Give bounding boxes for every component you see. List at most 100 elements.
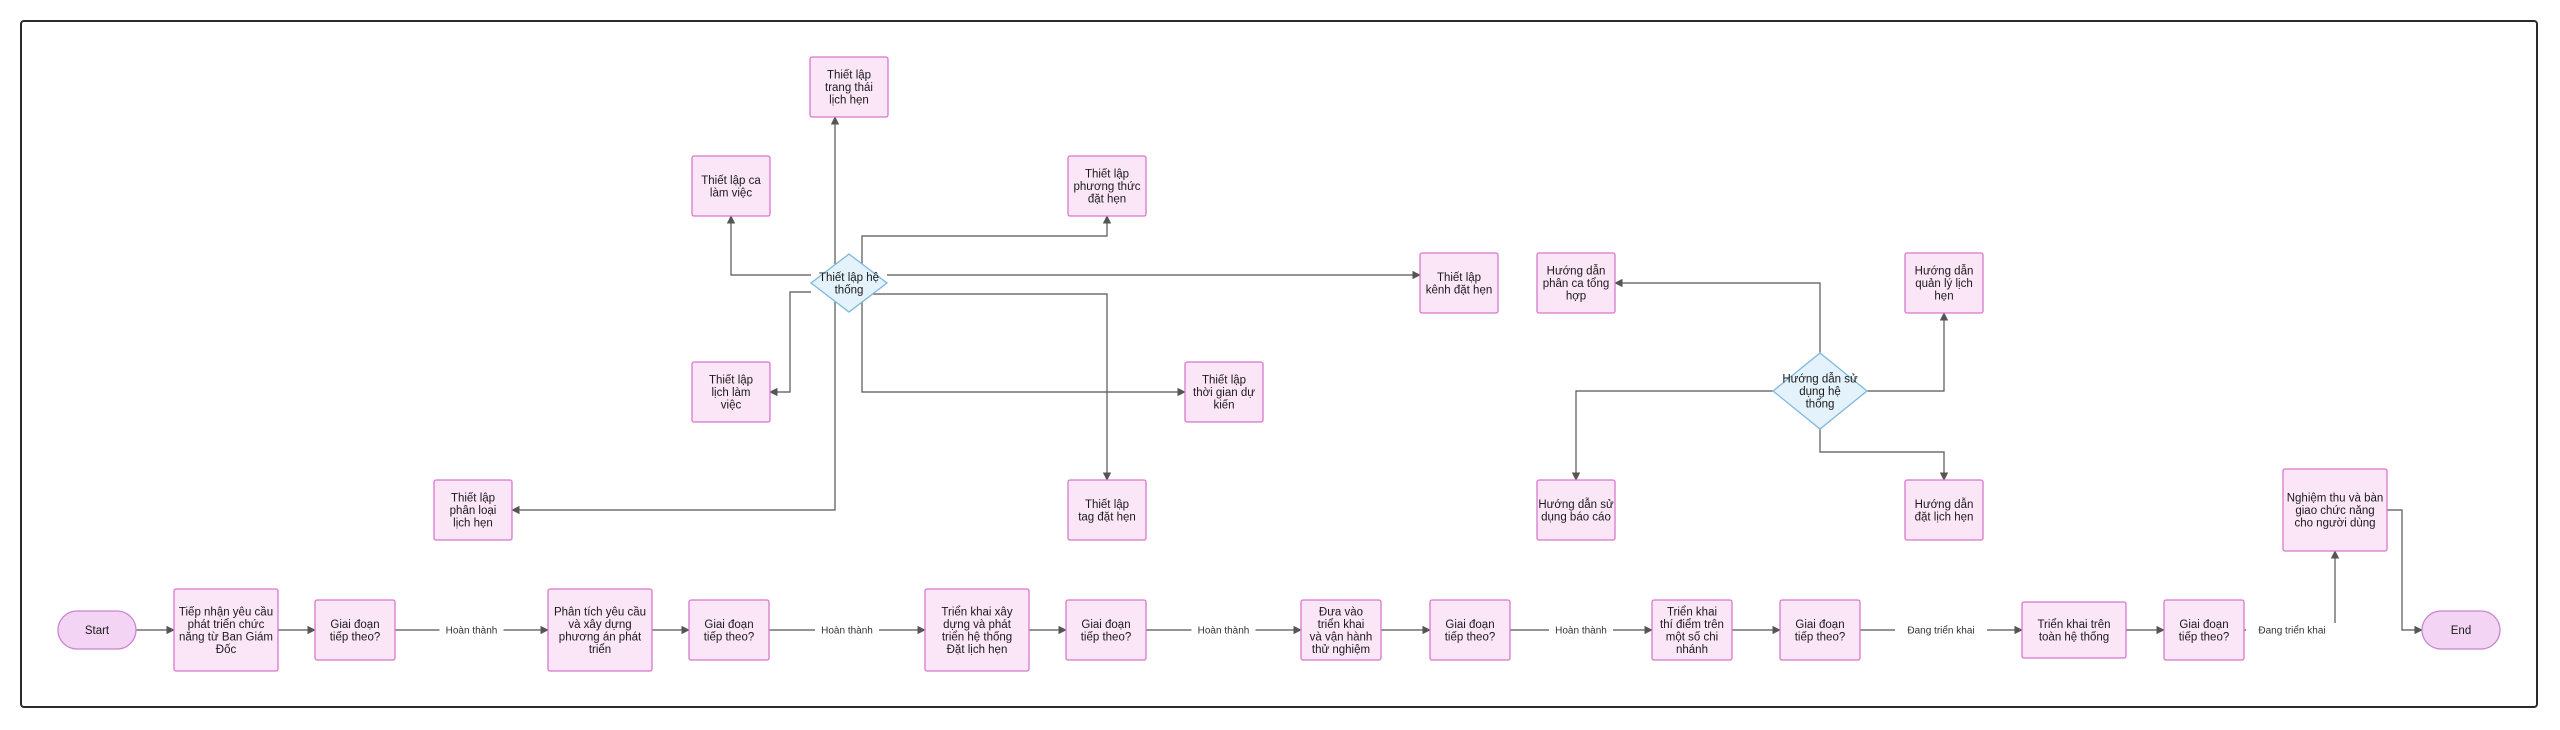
diagram-frame xyxy=(20,20,2538,708)
node-shape xyxy=(2282,468,2388,552)
edge-label-background xyxy=(439,623,504,637)
edge-label: Hoàn thành xyxy=(1555,626,1607,637)
edge-label: Đang triển khai xyxy=(2258,625,2325,637)
edge-label-background xyxy=(1191,623,1256,637)
node-shape xyxy=(809,253,889,313)
node-shape xyxy=(1184,361,1264,423)
edge-label-background xyxy=(815,623,879,637)
node-shape xyxy=(547,588,653,672)
edge-handover-end xyxy=(2387,509,2423,635)
node-shape xyxy=(2163,599,2245,661)
node-shape xyxy=(1067,479,1147,541)
node-shape xyxy=(688,599,770,661)
node-shape xyxy=(1065,599,1147,661)
edge-guide-manage xyxy=(1867,312,1949,392)
node-shape xyxy=(173,588,279,672)
node-shape xyxy=(809,56,889,118)
node-shape xyxy=(691,361,771,423)
edge-setup-schedule xyxy=(769,291,811,397)
node-end[interactable]: End xyxy=(2421,610,2501,650)
edge-setup-shift xyxy=(726,215,811,276)
edge-label-background xyxy=(1549,623,1613,637)
edge-label-background xyxy=(1895,623,1987,637)
node-shape xyxy=(57,610,137,650)
node-shape xyxy=(1904,252,1984,314)
edge-label-background xyxy=(2246,623,2338,637)
edge-guide-report xyxy=(1571,390,1773,481)
node-shape xyxy=(1779,599,1861,661)
node-shape xyxy=(1904,479,1984,541)
node-shape xyxy=(1536,479,1616,541)
edge-label: Hoàn thành xyxy=(821,626,873,637)
node-shape xyxy=(1419,252,1499,314)
node-start[interactable]: Start xyxy=(57,610,137,650)
node-shape xyxy=(2021,601,2127,659)
node-label: Start xyxy=(85,625,110,637)
node-shape xyxy=(1651,599,1733,661)
node-label: End xyxy=(2451,625,2471,637)
node-shape xyxy=(2421,610,2501,650)
node-shape xyxy=(1429,599,1511,661)
edge-guide-shift xyxy=(1614,278,1821,353)
edge-label: Đang triển khai xyxy=(1907,625,1974,637)
edge-label: Hoàn thành xyxy=(1198,626,1250,637)
edge-setup-method xyxy=(861,215,1112,266)
node-shape xyxy=(1536,252,1616,314)
node-shape xyxy=(1067,155,1147,217)
edges-layer xyxy=(136,116,2423,635)
node-shape xyxy=(691,155,771,217)
node-shape xyxy=(314,599,396,661)
